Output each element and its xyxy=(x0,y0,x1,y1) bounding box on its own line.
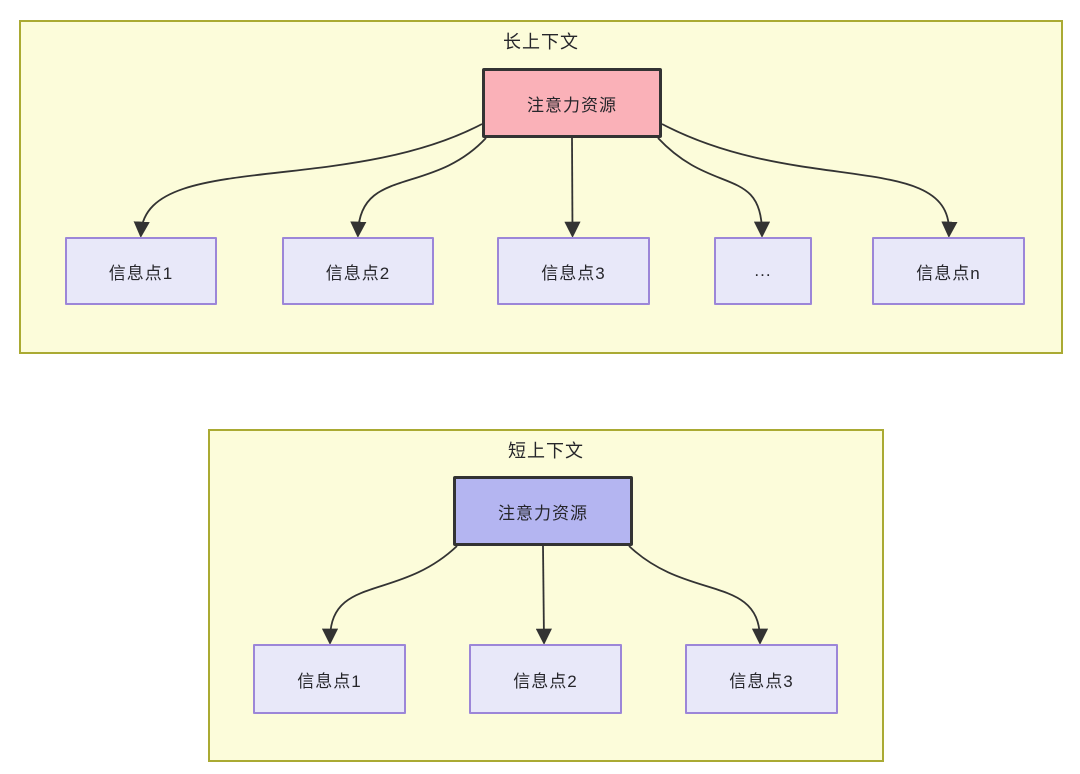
info-node-long-3: 信息点3 xyxy=(497,237,650,305)
info-node-long-2: 信息点2 xyxy=(282,237,434,305)
info-node-long-ellipsis: ... xyxy=(714,237,812,305)
attention-node-long: 注意力资源 xyxy=(482,68,662,138)
info-node-short-3: 信息点3 xyxy=(685,644,838,714)
attention-node-short: 注意力资源 xyxy=(453,476,633,546)
info-node-short-2: 信息点2 xyxy=(469,644,622,714)
long-context-title: 长上下文 xyxy=(503,32,579,52)
info-node-short-1: 信息点1 xyxy=(253,644,406,714)
info-node-long-1: 信息点1 xyxy=(65,237,217,305)
info-node-long-n: 信息点n xyxy=(872,237,1025,305)
short-context-title: 短上下文 xyxy=(508,441,584,461)
